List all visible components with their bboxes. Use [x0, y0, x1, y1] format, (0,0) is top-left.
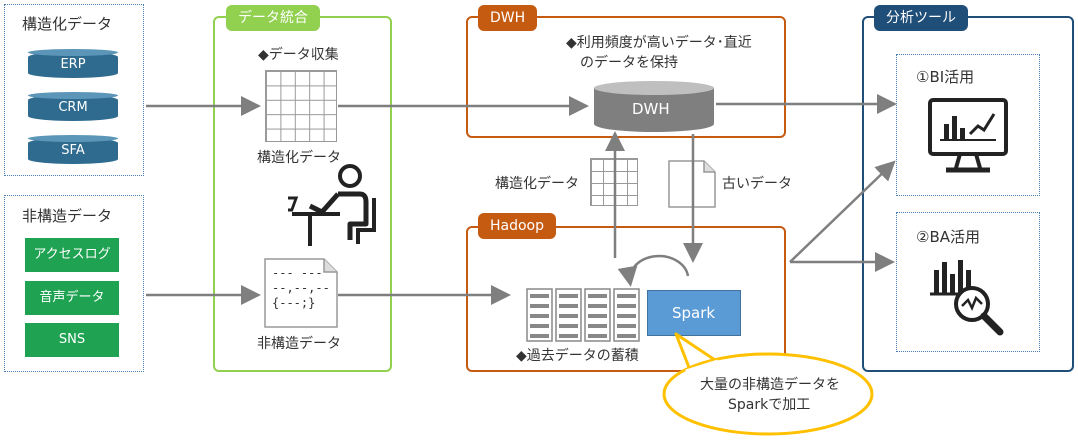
server-racks-icon [526, 288, 640, 342]
unstructured-sources-box [4, 195, 144, 372]
person-at-desk-icon [288, 164, 376, 246]
unstructured-sources-title: 非構造データ [22, 207, 113, 225]
spark-label: Spark [672, 304, 716, 322]
callout-bubble [662, 332, 874, 436]
hadoop-tag: Hadoop [478, 213, 557, 239]
dwh-tag: DWH [478, 5, 538, 31]
data-collection-label: ◆データ収集 [258, 47, 339, 63]
erp-database: ERP [28, 49, 118, 78]
hadoop-panel [466, 226, 786, 372]
dwh-cylinder-label: DWH [632, 100, 670, 118]
ba-label: ②BA活用 [916, 228, 980, 246]
structured-sources-box [4, 4, 144, 176]
dwh-cylinder-icon [594, 81, 714, 132]
dwh-panel [466, 16, 786, 138]
access-log-source: アクセスログ [25, 238, 119, 272]
crm-database: CRM [28, 92, 118, 121]
bi-box [896, 54, 1040, 196]
doc-text-line-3: {---;} [272, 296, 316, 310]
unstructured-document-icon [264, 258, 338, 328]
structured-data-label: 構造化データ [257, 150, 341, 166]
unstructured-data-label: 非構造データ [257, 336, 341, 352]
callout-line-2: Sparkで加工 [728, 397, 811, 413]
doc-text-line-2: --,--,-- [272, 281, 330, 295]
sfa-database: SFA [28, 135, 118, 164]
callout-line-1: 大量の非構造データを [700, 377, 840, 393]
structured-table-icon [265, 70, 337, 142]
sns-source: SNS [25, 323, 119, 357]
doc-text-line-1: --- --- [272, 266, 323, 280]
bi-monitor-chart-icon [928, 98, 1008, 173]
tools-tag: 分析ツール [874, 5, 968, 31]
dwh-note-line-2: のデータを保持 [580, 55, 678, 71]
dwh-note-line-1: ◆利用頻度が高いデータ･直近 [566, 35, 752, 51]
middle-structured-label: 構造化データ [495, 176, 579, 192]
tools-panel [862, 16, 1074, 372]
ba-box [896, 212, 1040, 352]
structured-sources-title: 構造化データ [22, 15, 113, 33]
voice-data-source: 音声データ [25, 281, 119, 315]
spark-box [647, 290, 741, 336]
accumulate-label: ◆過去データの蓄積 [516, 348, 639, 364]
old-data-label: 古いデータ [722, 176, 792, 192]
ba-magnifier-chart-icon [930, 260, 1004, 336]
integration-tag: データ統合 [226, 5, 320, 31]
bi-label: ①BI活用 [916, 68, 975, 86]
